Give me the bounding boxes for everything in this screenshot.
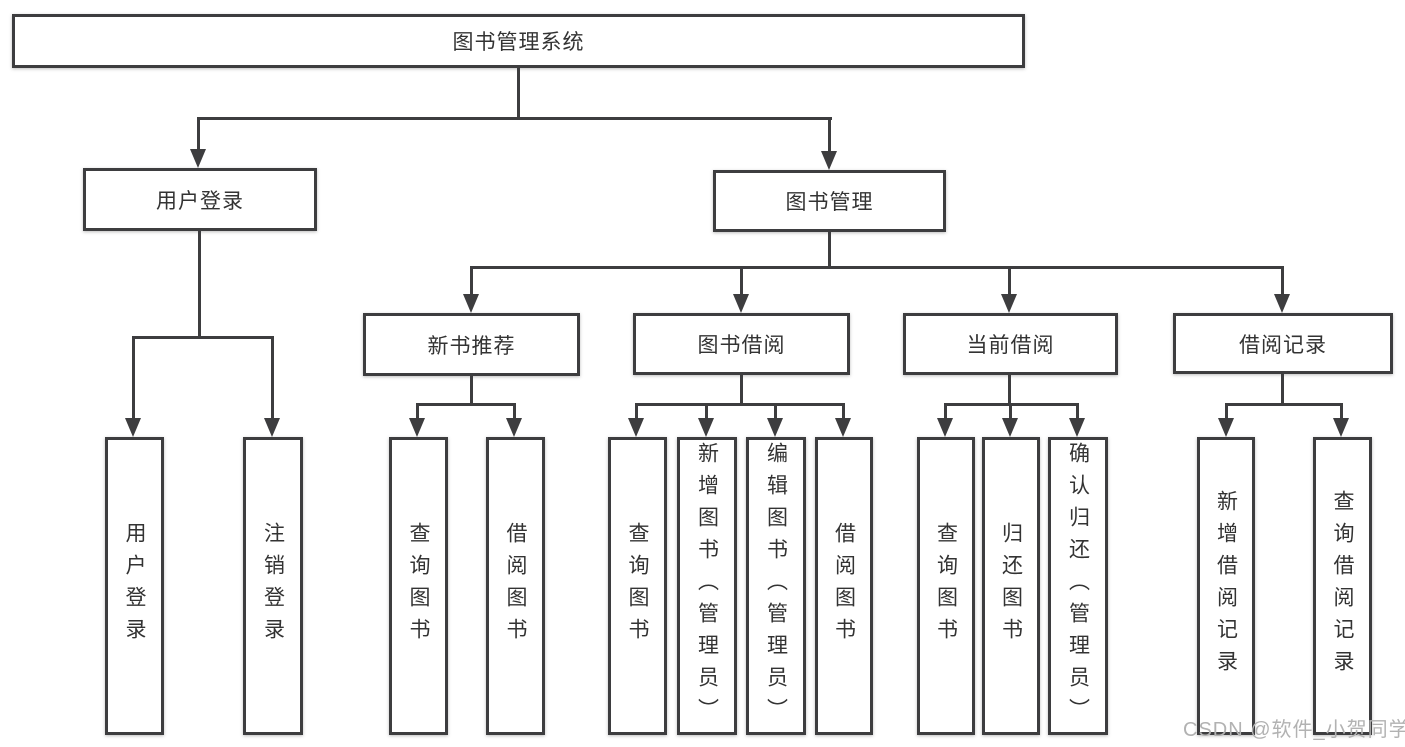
connector [828, 117, 831, 151]
connector [1225, 403, 1228, 419]
arrow-down-icon [1069, 418, 1085, 437]
connector [774, 403, 777, 419]
arrow-down-icon [1274, 294, 1290, 313]
node-user-login: 用户登录 [83, 168, 317, 231]
node-current-borrow: 当前借阅 [903, 313, 1118, 375]
arrow-down-icon [767, 418, 783, 437]
arrow-down-icon [1001, 294, 1017, 313]
connector [1009, 403, 1012, 419]
connector [740, 375, 743, 406]
arrow-down-icon [125, 418, 141, 437]
arrow-down-icon [835, 418, 851, 437]
connector [416, 403, 419, 419]
node-book-borrow: 图书借阅 [633, 313, 850, 375]
leaf-query-borrow-record: 查询借阅记录 [1313, 437, 1372, 735]
arrow-down-icon [698, 418, 714, 437]
leaf-add-borrow-record: 新增借阅记录 [1197, 437, 1255, 735]
connector [1008, 266, 1011, 295]
arrow-down-icon [506, 418, 522, 437]
leaf-borrow-books-2: 借阅图书 [815, 437, 873, 735]
arrow-down-icon [1002, 418, 1018, 437]
connector [705, 403, 708, 419]
arrow-down-icon [628, 418, 644, 437]
connector [132, 336, 135, 419]
connector [828, 232, 831, 269]
connector [513, 403, 516, 419]
connector [1008, 375, 1011, 406]
connector [197, 117, 200, 149]
connector [470, 266, 1284, 269]
leaf-add-books-admin: 新增图书（管理员） [677, 437, 737, 735]
connector [470, 376, 473, 406]
connector [842, 403, 845, 419]
connector [271, 336, 274, 419]
connector [635, 403, 845, 406]
leaf-logout: 注销登录 [243, 437, 303, 735]
leaf-confirm-return-admin: 确认归还（管理员） [1048, 437, 1108, 735]
leaf-return-books: 归还图书 [982, 437, 1040, 735]
arrow-down-icon [409, 418, 425, 437]
leaf-query-books-1: 查询图书 [389, 437, 448, 735]
connector [1340, 403, 1343, 419]
arrow-down-icon [733, 294, 749, 313]
arrow-down-icon [821, 151, 837, 170]
arrow-down-icon [190, 149, 206, 168]
csdn-watermark: CSDN @软件_小贺同学 [1183, 719, 1405, 741]
arrow-down-icon [1218, 418, 1234, 437]
connector [635, 403, 638, 419]
connector [416, 403, 516, 406]
connector [1281, 266, 1284, 295]
connector [132, 336, 274, 339]
node-book-management: 图书管理 [713, 170, 946, 232]
arrow-down-icon [1333, 418, 1349, 437]
leaf-borrow-books-1: 借阅图书 [486, 437, 545, 735]
connector [1225, 403, 1343, 406]
connector [944, 403, 947, 419]
leaf-user-login: 用户登录 [105, 437, 164, 735]
connector [198, 231, 201, 339]
node-root: 图书管理系统 [12, 14, 1025, 68]
connector [470, 266, 473, 295]
arrow-down-icon [264, 418, 280, 437]
node-new-book-recommend: 新书推荐 [363, 313, 580, 376]
connector [1281, 374, 1284, 406]
connector [1076, 403, 1079, 419]
connector [740, 266, 743, 295]
arrow-down-icon [463, 294, 479, 313]
leaf-query-books-3: 查询图书 [917, 437, 975, 735]
node-borrow-records: 借阅记录 [1173, 313, 1393, 374]
arrow-down-icon [937, 418, 953, 437]
leaf-edit-books-admin: 编辑图书（管理员） [746, 437, 806, 735]
leaf-query-books-2: 查询图书 [608, 437, 667, 735]
connector [197, 117, 832, 120]
connector [517, 68, 520, 120]
